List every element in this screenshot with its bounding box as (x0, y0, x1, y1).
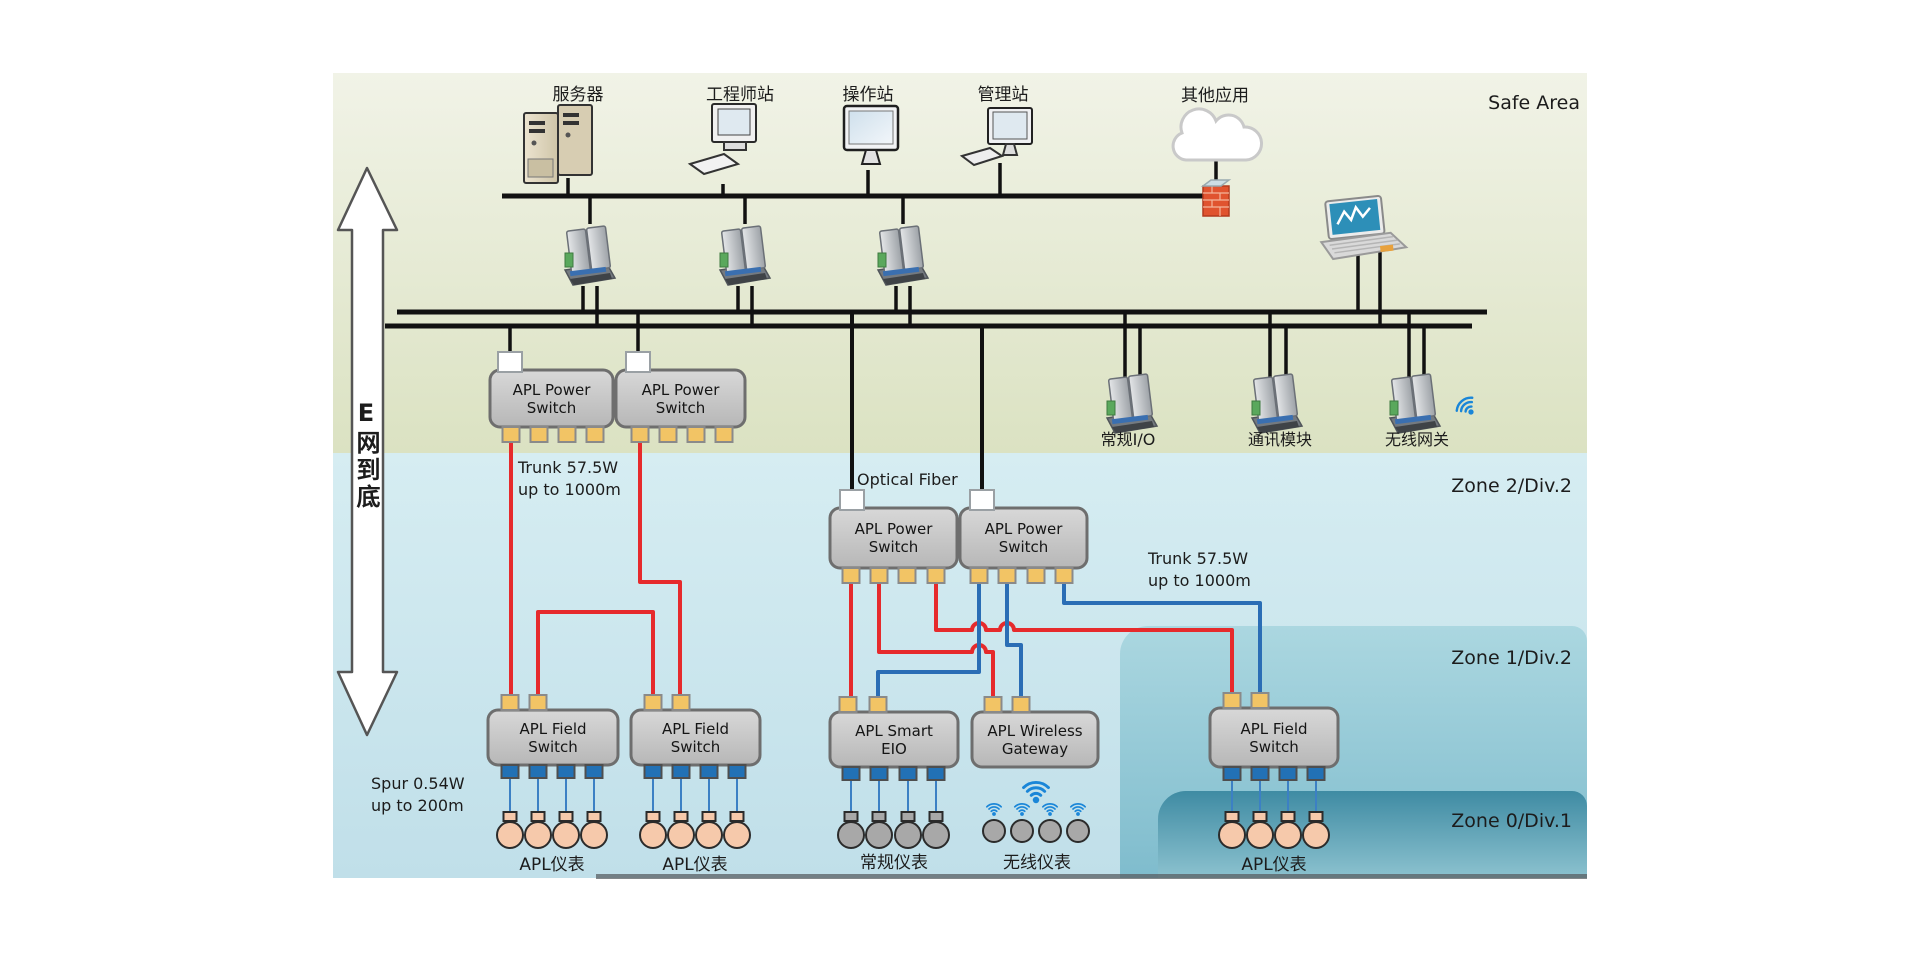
apl-field-switch-1-label: APL Field Switch (488, 710, 618, 765)
conventional-io-label: 常规I/O (1100, 430, 1156, 449)
label-line: APL Power (641, 380, 720, 399)
apl-power-switch-left-1-box (488, 368, 615, 429)
trunk-left-line1: Trunk 57.5W (518, 458, 619, 477)
apl-field-switch-2-label: APL Field Switch (631, 710, 760, 765)
apl-power-switch-left-2-box (614, 368, 747, 429)
label-line: Gateway (1001, 739, 1069, 758)
spur-line2: up to 200m (371, 796, 464, 815)
apl-instruments-label-3: APL仪表 (1241, 855, 1307, 875)
zone1-label: Zone 1/Div.2 (1451, 647, 1572, 669)
zone0-label: Zone 0/Div.1 (1451, 810, 1572, 832)
label-line: Switch (528, 737, 578, 756)
comm-module-label: 通讯模块 (1247, 430, 1313, 449)
wireless-instruments-label: 无线仪表 (1003, 853, 1071, 873)
management-station-label: 管理站 (977, 85, 1029, 105)
trunk-left-line2: up to 1000m (518, 480, 621, 499)
network-buses (385, 160, 1487, 494)
apl-instruments (496, 811, 1330, 849)
management-station-icon (959, 107, 1033, 167)
optical-fiber-links (850, 314, 984, 494)
label-line: Switch (1249, 737, 1299, 756)
label-line: APL Field (519, 719, 587, 738)
label-line: APL Wireless (987, 721, 1083, 740)
server-label: 服务器 (552, 85, 604, 105)
apl-wireless-gateway-label: APL Wireless Gateway (972, 712, 1098, 767)
wireless-instruments (982, 819, 1090, 843)
server-icon (523, 104, 593, 184)
yellow-apl-ports (500, 426, 1270, 713)
spur-annotation: Spur 0.54W up to 200m (371, 773, 465, 817)
label-line: APL Field (1240, 719, 1308, 738)
apl-field-switch-2-box (629, 708, 762, 767)
label-line: Switch (526, 398, 577, 417)
ground-shadow-line (596, 874, 1587, 879)
label-line: APL Power (854, 520, 933, 538)
apl-instruments-label-2: APL仪表 (662, 855, 728, 875)
apl-power-switch-left-2-label: APL Power Switch (616, 370, 745, 427)
apl-power-switch-mid-2-box (958, 506, 1089, 570)
trunk-left-annotation: Trunk 57.5W up to 1000m (518, 457, 621, 501)
label-line: Switch (868, 538, 919, 556)
label-line: Switch (998, 538, 1049, 556)
trunk-right-annotation: Trunk 57.5W up to 1000m (1148, 548, 1251, 592)
apl-smart-eio-label: APL Smart EIO (830, 712, 958, 767)
operator-station-label: 操作站 (842, 85, 894, 105)
switch-boxes (486, 368, 1340, 769)
conventional-instruments-label: 常规仪表 (860, 853, 928, 873)
label-line: EIO (881, 739, 907, 758)
label-line: APL Power (984, 520, 1063, 538)
zone2-label: Zone 2/Div.2 (1451, 475, 1572, 497)
label-line: APL Smart (855, 721, 933, 740)
apl-field-switch-3-label: APL Field Switch (1210, 708, 1338, 767)
trunk-right-line1: Trunk 57.5W (1148, 549, 1249, 568)
uplink-ports (497, 351, 995, 511)
firewall-icon (1200, 179, 1232, 217)
ethernet-to-field-label: E网到底 (352, 399, 380, 511)
apl-power-switch-mid-2-label: APL Power Switch (960, 508, 1087, 568)
apl-wireless-gateway-box (970, 710, 1100, 769)
label-line: APL Power (512, 380, 591, 399)
wireless-gateway-label: 无线网关 (1384, 430, 1450, 449)
apl-instruments-label-1: APL仪表 (519, 855, 585, 875)
apl-power-switch-mid-1-label: APL Power Switch (830, 508, 957, 568)
operator-station-icon (842, 104, 900, 165)
other-apps-cloud-icon (1171, 107, 1263, 162)
label-line: Switch (655, 398, 706, 417)
engineer-station-label: 工程师站 (706, 85, 774, 105)
conventional-instruments (837, 811, 950, 849)
apl-field-switch-3-box (1208, 706, 1340, 769)
blue-trunk-wires (876, 581, 1262, 702)
label-line: APL Field (661, 719, 730, 738)
apl-field-switch-1-box (486, 708, 620, 767)
drop-stubs (508, 160, 1426, 386)
spur-lines (509, 778, 1317, 814)
apl-power-switch-mid-1-box (828, 506, 959, 570)
ethernet-backbone-arrow (336, 166, 399, 737)
trunk-right-line2: up to 1000m (1148, 571, 1251, 590)
label-line: Switch (670, 737, 721, 756)
engineer-station-icon (687, 103, 757, 176)
laptop-icon (1319, 194, 1409, 261)
spur-line1: Spur 0.54W (371, 774, 465, 793)
optical-fiber-annotation: Optical Fiber (857, 470, 958, 489)
blue-spur-ports (500, 764, 1326, 781)
safe-area-label: Safe Area (1488, 92, 1580, 114)
apl-power-switch-left-1-label: APL Power Switch (490, 370, 613, 427)
apl-smart-eio-box (828, 710, 960, 769)
other-apps-label: 其他应用 (1181, 86, 1249, 106)
